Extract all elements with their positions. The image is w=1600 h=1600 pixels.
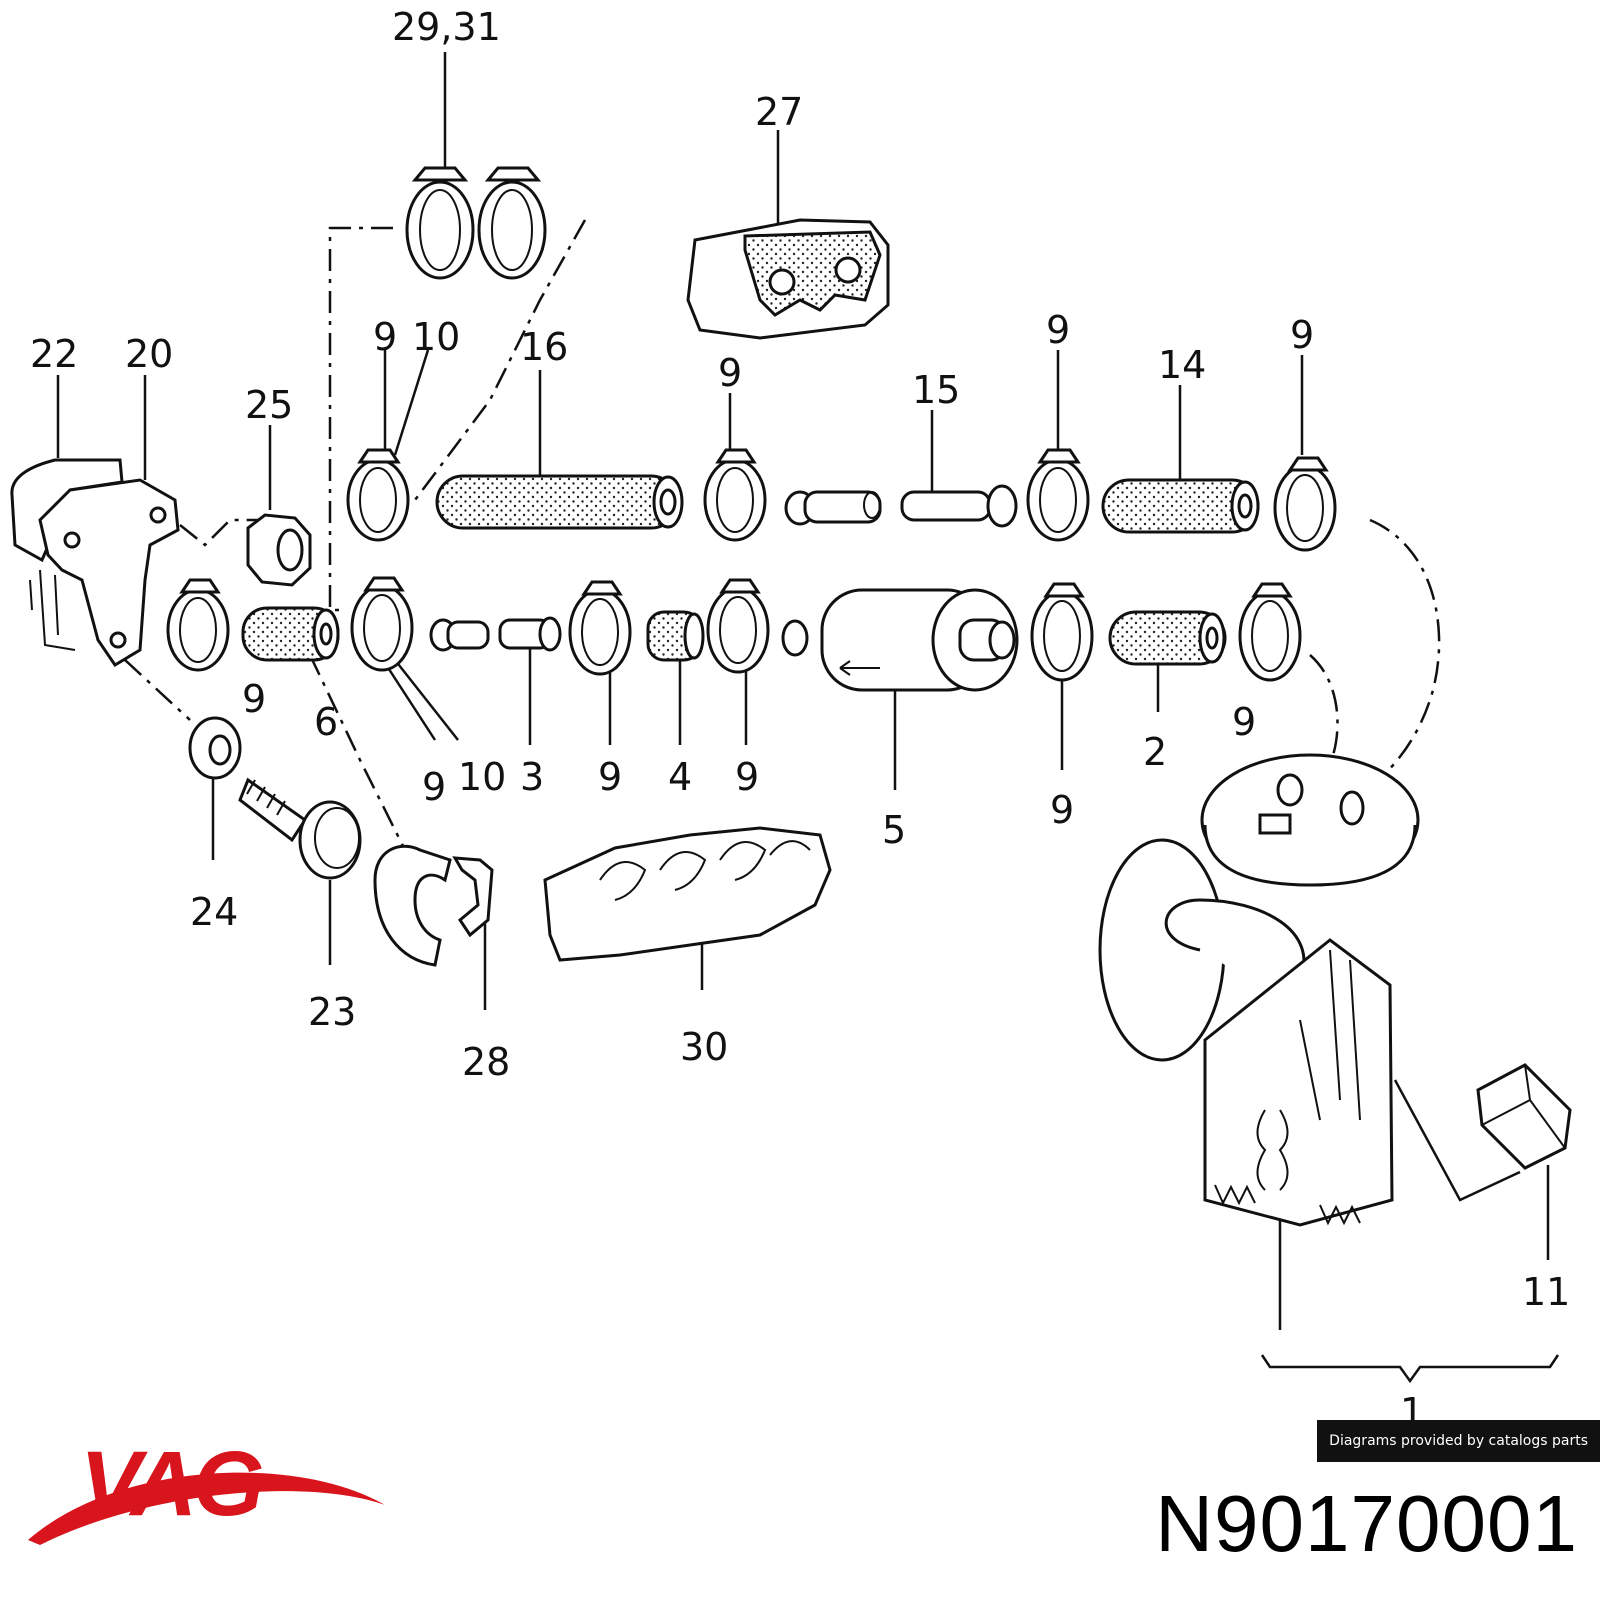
callout-9-b: 9 (718, 351, 742, 395)
callout-22: 22 (30, 332, 78, 376)
clamp-9-upper-right (1273, 456, 1337, 552)
hose-2 (1108, 610, 1227, 666)
callout-9-i: 9 (1050, 788, 1074, 832)
leader-lines (56, 52, 1560, 1384)
callout-30: 30 (680, 1025, 728, 1069)
connector-plug-11 (1476, 1063, 1572, 1170)
hose-6 (241, 606, 340, 662)
connector-3 (429, 616, 562, 652)
clamp-9-lower-d (706, 578, 770, 674)
callout-6: 6 (314, 700, 338, 744)
callout-10-b: 10 (458, 755, 506, 799)
callout-14: 14 (1158, 343, 1206, 387)
callout-9-f: 9 (422, 765, 446, 809)
callout-11: 11 (1522, 1270, 1570, 1314)
callout-9-d: 9 (1290, 313, 1314, 357)
callout-9-c: 9 (1046, 308, 1070, 352)
callout-23: 23 (308, 990, 356, 1034)
callout-4: 4 (668, 755, 692, 799)
rubber-mount-25 (246, 513, 312, 587)
grommet-24 (188, 716, 242, 780)
clamp-9-upper-left (346, 448, 410, 542)
callout-20: 20 (125, 332, 173, 376)
hose-14 (1101, 478, 1260, 534)
pump-bracket-20 (29, 478, 180, 668)
hose-clip-28 (373, 844, 494, 967)
diagram-credit-banner: Diagrams provided by catalogs parts (1317, 1420, 1600, 1462)
hose-clamp-pair-29-31 (405, 166, 547, 280)
fuel-pump-module-1 (1098, 753, 1420, 1227)
clamp-9-lower-left (166, 578, 230, 672)
brand-wordmark: VAG (80, 1433, 262, 1535)
callout-labels: 29,31 27 22 20 25 9 10 16 9 15 9 14 9 9 … (30, 5, 1570, 1434)
callout-10-a: 10 (412, 315, 460, 359)
callout-9-j: 9 (1232, 700, 1256, 744)
callout-5: 5 (882, 808, 906, 852)
mounting-bracket-27 (686, 218, 890, 340)
clamp-9-lower-b (350, 576, 414, 672)
callout-9-a: 9 (373, 315, 397, 359)
clamp-9-lower-right (1238, 582, 1302, 682)
bolt-23 (238, 777, 362, 880)
callout-9-e: 9 (242, 677, 266, 721)
callout-25: 25 (245, 383, 293, 427)
hose-4 (646, 610, 705, 662)
clamp-9-lower-c (568, 580, 632, 676)
callout-15: 15 (912, 368, 960, 412)
vag-logo: VAG (28, 1433, 385, 1545)
clamp-9-upper-b (703, 448, 767, 542)
callout-9-h: 9 (735, 755, 759, 799)
hose-16 (435, 474, 684, 530)
pipe-holder-30 (543, 826, 832, 962)
connector-15 (784, 484, 1018, 528)
callout-28: 28 (462, 1040, 510, 1084)
fuel-filter-5 (781, 588, 1019, 692)
clamp-9-lower-e (1030, 582, 1094, 682)
callout-3: 3 (520, 755, 544, 799)
callout-24: 24 (190, 890, 238, 934)
part-number: N90170001 (1155, 1479, 1578, 1568)
callout-2: 2 (1143, 730, 1167, 774)
callout-9-g: 9 (598, 755, 622, 799)
callout-16: 16 (520, 325, 568, 369)
callout-27: 27 (755, 90, 803, 134)
callout-29-31: 29,31 (392, 5, 501, 49)
clamp-9-upper-c (1026, 448, 1090, 542)
